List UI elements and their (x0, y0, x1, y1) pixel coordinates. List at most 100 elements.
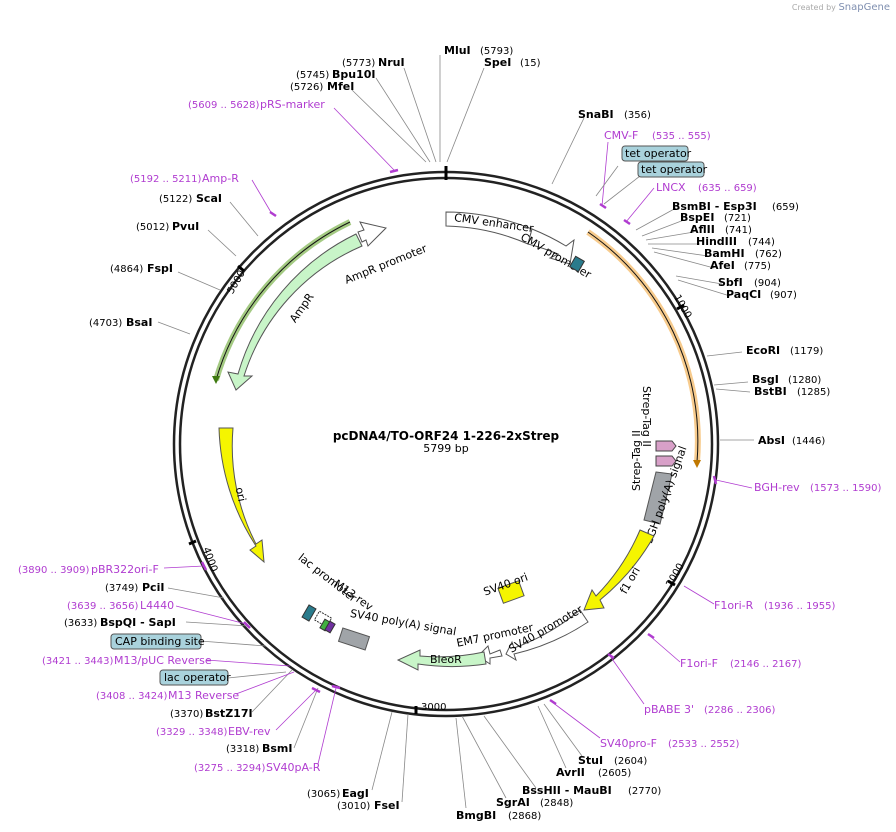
site-spei-pos: (15) (520, 58, 541, 69)
site-group-bottom: (3065) EagI (3010) FseI BmgBI (2868) Sgr… (307, 703, 661, 822)
bleor-feature (396, 649, 487, 671)
site-sbfi[interactable]: SbfI (718, 276, 743, 289)
site-avrii-pos: (2605) (598, 768, 631, 779)
site-eagi[interactable]: EagI (342, 787, 369, 800)
site-bsmi[interactable]: BsmI (262, 742, 293, 755)
tick-5000-mark (237, 264, 245, 273)
site-bsai-pos: (4703) (89, 318, 122, 329)
site-bmgbi-pos: (2868) (508, 811, 541, 822)
primer-l4440[interactable]: L4440 (140, 599, 174, 612)
site-mlui[interactable]: MluI (444, 44, 471, 57)
site-bstz17i-pos: (3370) (170, 709, 203, 720)
orf-arc-line (587, 231, 699, 463)
primer-ebv-rev-pos: (3329 .. 3348) (156, 727, 228, 738)
site-scai-pos: (5122) (159, 194, 192, 205)
site-sgrai[interactable]: SgrAI (496, 796, 530, 809)
site-fspi-pos: (4864) (110, 264, 143, 275)
primer-m13-reverse[interactable]: M13 Reverse (168, 689, 239, 702)
primer-sv40pa-r-pos: (3275 .. 3294) (194, 763, 266, 774)
site-bsgi[interactable]: BsgI (752, 373, 779, 386)
primer-ebv-rev[interactable]: EBV-rev (228, 725, 271, 738)
primer-sv40pro-f[interactable]: SV40pro-F (600, 737, 657, 750)
site-spei[interactable]: SpeI (484, 56, 511, 69)
site-bspqi-sapi[interactable]: BspQI - SapI (100, 616, 176, 629)
primer-f1ori-f-pos: (2146 .. 2167) (730, 659, 802, 670)
site-bsmbi-esp3i[interactable]: BsmBI - Esp3I (672, 200, 757, 213)
site-avrii[interactable]: AvrII (556, 766, 585, 779)
site-ecori[interactable]: EcoRI (746, 344, 780, 357)
lac-operator-box[interactable] (159, 669, 229, 686)
strep-tag-label-2: Strep-Tag II (630, 430, 643, 491)
snapgene-watermark: Created by SnapGene (792, 2, 890, 13)
site-bspei[interactable]: BspEI (680, 211, 714, 224)
primer-l4440-pos: (3639 .. 3656) (67, 601, 139, 612)
primer-bgh-rev-pos: (1573 .. 1590) (810, 483, 882, 494)
primer-prs-marker[interactable]: pRS-marker (260, 98, 325, 111)
site-group-right: BsmBI - Esp3I (659) BspEI (721) AflII (7… (635, 200, 830, 447)
site-bsshii-maubi[interactable]: BssHII - MauBI (522, 784, 612, 797)
primer-f1ori-f[interactable]: F1ori-F (680, 657, 718, 670)
site-pcii[interactable]: PciI (142, 581, 164, 594)
tet-operator-mark (568, 255, 586, 273)
site-bamhi-pos: (762) (755, 249, 782, 260)
site-group-bottom-left: (3749) PciI (3633) BspQI - SapI (3370) B… (64, 581, 319, 755)
site-bmgbi[interactable]: BmgBI (456, 809, 496, 822)
sv40-promoter-feature (505, 609, 589, 662)
boxed-feature-group: tet operator tet operator CAP binding si… (110, 145, 708, 686)
plasmid-size: 5799 bp (423, 442, 468, 455)
primer-pbabe3[interactable]: pBABE 3' (644, 703, 694, 716)
tet-operator-label-2: tet operator (641, 163, 708, 176)
tet-operator-box-2[interactable] (637, 161, 705, 178)
site-aflii[interactable]: AflII (690, 223, 715, 236)
cmv-promoter-feature (527, 228, 575, 265)
created-by-text: Created by (791, 3, 836, 12)
site-afei[interactable]: AfeI (710, 259, 735, 272)
site-absi[interactable]: AbsI (758, 434, 785, 447)
site-hindiii[interactable]: HindIII (696, 235, 737, 248)
cap-binding-site-label: CAP binding site (115, 635, 205, 648)
site-group-left: (5122) ScaI (5012) PvuI (4864) FspI (470… (89, 192, 259, 335)
site-paqci[interactable]: PaqCI (726, 288, 761, 301)
site-bspqi-pos: (3633) (64, 618, 97, 629)
primer-group: (5609 .. 5628) pRS-marker CMV-F (535 .. … (18, 98, 882, 774)
site-group-top: MluI (5793) SpeI (15) (5773) NruI (5745)… (290, 44, 651, 185)
ori-feature (218, 427, 265, 564)
cmv-promoter-label: CMV promoter (518, 230, 594, 281)
primer-sv40pa-r[interactable]: SV40pA-R (266, 761, 321, 774)
primer-f1ori-r[interactable]: F1ori-R (714, 599, 754, 612)
site-nrui[interactable]: NruI (378, 56, 405, 69)
site-bpu10i[interactable]: Bpu10I (332, 68, 376, 81)
site-fspi[interactable]: FspI (147, 262, 173, 275)
tet-operator-box-1[interactable] (621, 145, 689, 162)
site-pvui[interactable]: PvuI (172, 220, 199, 233)
tick-5000: 5000 (226, 269, 248, 297)
site-stui-pos: (2604) (614, 756, 647, 767)
plasmid-name: pcDNA4/TO-ORF24 1-226-2xStrep (333, 429, 560, 443)
site-paqci-pos: (907) (770, 290, 797, 301)
site-pcii-pos: (3749) (105, 583, 138, 594)
primer-pbr322ori-f[interactable]: pBR322ori-F (91, 563, 159, 576)
site-eagi-pos: (3065) (307, 789, 340, 800)
primer-cmv-f[interactable]: CMV-F (604, 129, 638, 142)
primer-m13puc-reverse[interactable]: M13/pUC Reverse (114, 654, 212, 667)
site-bstbi[interactable]: BstBI (754, 385, 787, 398)
site-mfei[interactable]: MfeI (327, 80, 354, 93)
site-fsei-pos: (3010) (337, 801, 370, 812)
site-scai[interactable]: ScaI (196, 192, 222, 205)
primer-lncx[interactable]: LNCX (656, 181, 686, 194)
site-snabi[interactable]: SnaBI (578, 108, 614, 121)
site-bamhi[interactable]: BamHI (704, 247, 745, 260)
primer-bgh-rev[interactable]: BGH-rev (754, 481, 800, 494)
tick-2000-mark (667, 579, 676, 587)
site-stui[interactable]: StuI (578, 754, 603, 767)
site-fsei[interactable]: FseI (374, 799, 400, 812)
primer-m13puc-pos: (3421 .. 3443) (42, 656, 114, 667)
site-bstz17i[interactable]: BstZ17I (205, 707, 253, 720)
primer-pbr322ori-f-pos: (3890 .. 3909) (18, 565, 90, 576)
site-bsai[interactable]: BsaI (126, 316, 152, 329)
site-afei-pos: (775) (744, 261, 771, 272)
cap-binding-site-box[interactable] (110, 633, 202, 650)
primer-amp-r[interactable]: Amp-R (202, 172, 239, 185)
site-mlui-pos: (5793) (480, 46, 513, 57)
strep-tag-2 (655, 455, 677, 467)
